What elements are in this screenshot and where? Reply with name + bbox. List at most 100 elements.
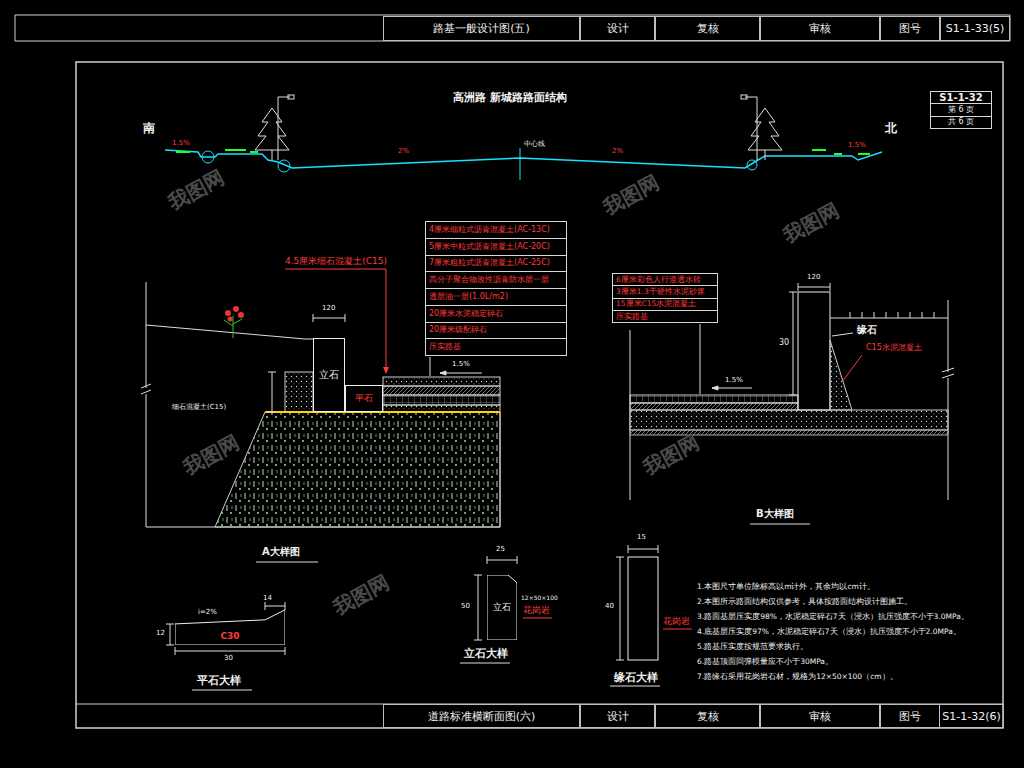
detail-stones-part [487, 556, 517, 564]
drawing-label: 25 [496, 546, 505, 553]
title-cell-text: 路基一般设计图(五) [433, 23, 530, 34]
flat-stone: 平石 [345, 385, 383, 412]
title-cell: 路基一般设计图(五) [383, 16, 580, 41]
layer-text: 3厘米1:3干硬性水泥砂浆 [616, 288, 705, 296]
detail-stones-part [523, 618, 552, 619]
watermark: 我图网 [600, 172, 662, 218]
detail-stones-part [610, 686, 660, 687]
watermark: 我图网 [330, 572, 392, 618]
stone-label: 平石 [355, 394, 373, 403]
watermark: 我图网 [165, 167, 227, 213]
table-row: 高分子聚合物改性沥青防水层一层 [426, 272, 566, 289]
drawing-label: 1.5% [725, 377, 743, 384]
drawing-label: 120 [322, 305, 335, 312]
detail-b-part [842, 355, 862, 382]
detail-a-part [215, 412, 500, 527]
title-cell-text: S1-1-32(6) [942, 711, 1001, 722]
detail-stones-part [616, 557, 624, 660]
detail-b-part [798, 283, 830, 291]
flat-stone-detail: C30 [175, 608, 285, 645]
cross-section-part [176, 150, 870, 154]
detail-stones-part [628, 545, 658, 553]
detail-a-part [440, 371, 446, 375]
title-cell: 道路标准横断面图(六) [383, 704, 580, 728]
table-row: 5厘米中粒式沥青混凝土(AC-20C) [426, 239, 566, 256]
note-line: 7.路缘石采用花岗岩石材，规格为12×50×100（cm）。 [697, 673, 898, 681]
table-row: 透层油一层(1.0L/m2) [426, 289, 566, 306]
table-row: 7厘米粗粒式沥青混凝土(AC-25C) [426, 256, 566, 273]
layer-text: 4厘米细粒式沥青混凝土(AC-13C) [429, 226, 550, 234]
drawing-label: 1.5% [452, 361, 470, 368]
detail-a-part [383, 367, 389, 374]
title-cell: 复核 [655, 704, 760, 728]
drawing-label: B大样图 [756, 509, 794, 519]
table-row: 4厘米细粒式沥青混凝土(AC-13C) [426, 222, 566, 239]
pavement-layer-table: 4厘米细粒式沥青混凝土(AC-13C) 5厘米中粒式沥青混凝土(AC-20C) 7厘… [425, 221, 567, 356]
drawing-label: 立石大样 [464, 648, 508, 659]
title-cell: 设计 [580, 16, 655, 41]
detail-a-part [383, 377, 500, 386]
title-cell-text: 道路标准横断面图(六) [428, 711, 536, 722]
table-row: 3厘米1:3干硬性水泥砂浆 [613, 286, 717, 298]
detail-b-part [630, 430, 948, 435]
drawing-title: 高洲路 新城路路面结构 [453, 92, 567, 103]
table-row: 20厘米级配碎石 [426, 323, 566, 340]
detail-a-part [383, 395, 500, 405]
layer-text: 15厘米C15水泥混凝土 [616, 300, 696, 308]
title-cell-text: 复核 [697, 711, 719, 722]
detail-b-part [630, 410, 948, 430]
title-cell: 设计 [580, 704, 655, 728]
drawing-label: i=2% [198, 609, 217, 616]
layer-text: 5厘米中粒式沥青混凝土(AC-20C) [429, 243, 550, 251]
title-cell: S1-1-32(6) [939, 704, 1004, 728]
sheet-number: 共 6 页 [948, 118, 974, 126]
drawing-label: 14 [263, 595, 272, 602]
note-line: 5.路基压实度按规范要求执行。 [697, 643, 808, 651]
title-cell-text: 审核 [809, 23, 831, 34]
detail-stones-part [265, 602, 285, 610]
sidewalk-layer-table: 6厘米彩色人行道透水砖3厘米1:3干硬性水泥砂浆15厘米C15水泥混凝土压实路基 [612, 273, 718, 323]
note-line: 3.路面基层压实度98%，水泥稳定碎石7天（浸水）抗压强度不小于3.0MPa。 [697, 613, 969, 621]
detail-a-part [224, 316, 242, 338]
cross-section-part [747, 160, 757, 170]
watermark: 我图网 [640, 432, 702, 478]
drawing-label: 2% [398, 148, 409, 155]
drawing-label: C15水泥混凝土 [866, 344, 922, 352]
layer-text: 透层油一层(1.0L/m2) [429, 293, 508, 301]
note-line: 1.本图尺寸单位除标高以m计外，其余均以cm计。 [697, 583, 875, 591]
detail-stones-part [192, 690, 252, 691]
cross-section-part [255, 108, 289, 160]
sheet-number: S1-1-32 [939, 93, 982, 103]
stone-label: 立石 [493, 603, 511, 612]
detail-b-part [700, 324, 701, 394]
detail-b [630, 283, 954, 524]
drawing-label: 2% [612, 148, 623, 155]
drawing-label: 30 [779, 339, 789, 347]
drawing-label: 花岗岩 [663, 617, 690, 626]
detail-stones-part [175, 647, 285, 655]
detail-b-part [712, 386, 718, 390]
detail-b-part [750, 524, 810, 525]
detail-a-part [383, 386, 500, 395]
detail-a-part [285, 269, 386, 370]
drawing-label: 12 [156, 630, 165, 637]
detail-stones-part [166, 624, 174, 645]
title-cell-text: 设计 [607, 711, 629, 722]
note-line: 2.本图所示路面结构仅供参考，具体按路面结构设计图施工。 [697, 598, 912, 606]
drawing-label: 120 [807, 274, 820, 281]
sheet-frame-part [76, 62, 1003, 728]
title-cell-text: S1-1-33(5) [946, 23, 1005, 34]
detail-a-part [233, 306, 239, 312]
detail-b-part [798, 292, 830, 410]
drawing-label: 细石混凝土(C15) [172, 404, 226, 411]
note-line: 4.底基层压实度97%，水泥稳定碎石7天（浸水）抗压强度不小于2.0MPa。 [697, 628, 961, 636]
title-cell-text: 审核 [809, 711, 831, 722]
title-cell-text: 图号 [899, 23, 921, 34]
table-row: 6厘米彩色人行道透水砖 [613, 274, 717, 286]
detail-b-part [832, 333, 853, 336]
detail-stones-part [474, 575, 482, 640]
layer-text: 20厘米级配碎石 [429, 326, 487, 334]
cross-section-part [202, 151, 214, 163]
